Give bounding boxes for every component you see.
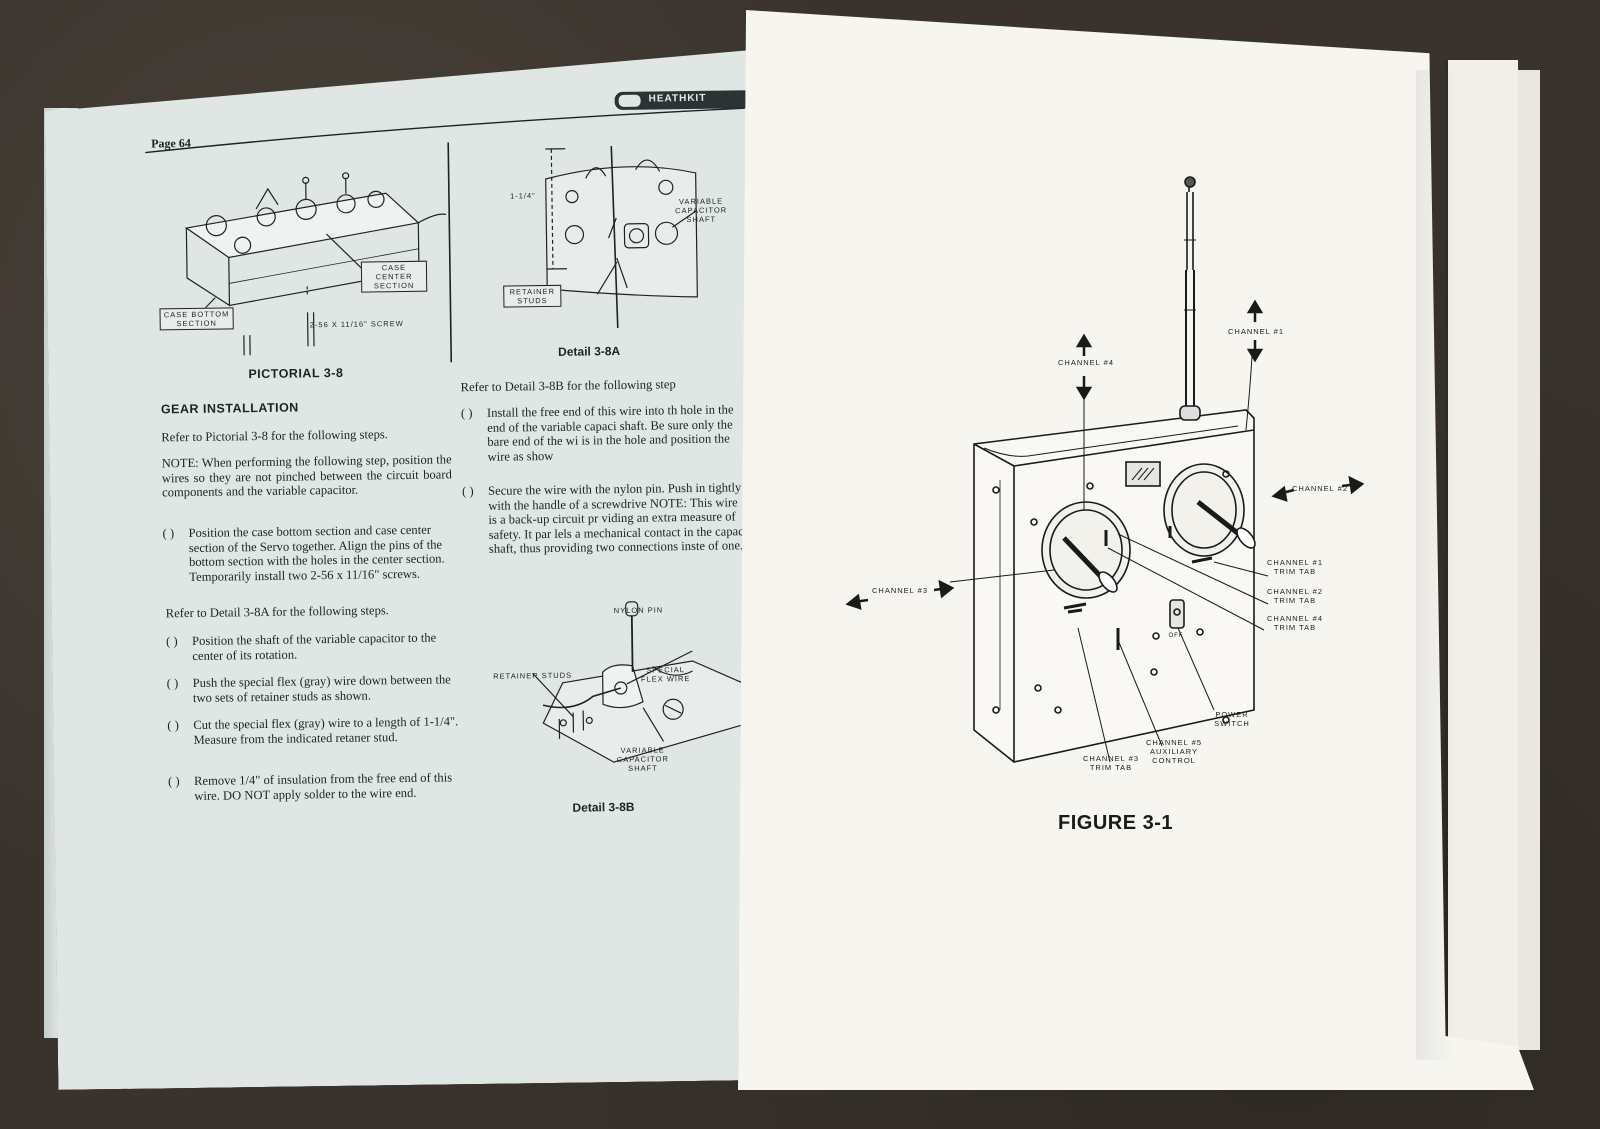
step-item: ( ) Secure the wire with the nylon pin. …: [462, 480, 749, 556]
refer-detail-b-text: Refer to Detail 3-8B for the following s…: [460, 377, 676, 395]
retainer-studs-label-a: RETAINER STUDS: [503, 285, 561, 308]
channel-3-label: CHANNEL #3: [872, 586, 928, 595]
step-text: Push the special flex (gray) wire down b…: [192, 672, 451, 705]
step-text: Secure the wire with the nylon pin. Push…: [487, 480, 748, 556]
figure-title: FIGURE 3-1: [1058, 812, 1174, 834]
channel-2-trim-label: CHANNEL #2 TRIM TAB: [1267, 587, 1323, 605]
step-text: Remove 1/4" of insulation from the free …: [193, 770, 453, 803]
section-heading: GEAR INSTALLATION: [160, 400, 299, 417]
detail-b-title: Detail 3-8B: [572, 799, 635, 815]
step-item: ( ) Position the shaft of the variable c…: [166, 630, 458, 663]
pictorial-servo-case-illustration: [155, 162, 448, 356]
refer-pictorial-text: Refer to Pictorial 3-8 for the following…: [161, 427, 388, 445]
step-text: Cut the special flex (gray) wire to a le…: [193, 714, 459, 747]
right-page: CHANNEL #4 CHANNEL #1 CHANNEL #2 CHANNEL…: [738, 10, 1534, 1090]
step-item: ( ) Position the case bottom section and…: [163, 522, 456, 584]
step-checkbox[interactable]: ( ): [461, 484, 474, 499]
detail-a-title: Detail 3-8A: [558, 343, 621, 359]
step-checkbox[interactable]: ( ): [167, 774, 180, 789]
channel-5-aux-label: CHANNEL #5 AUXILIARY CONTROL: [1146, 738, 1202, 765]
step-checkbox[interactable]: ( ): [162, 526, 175, 541]
variable-capacitor-label-a: VARIABLE CAPACITOR SHAFT: [675, 196, 728, 225]
brand-logo: HEATHKIT: [648, 92, 707, 105]
step-checkbox[interactable]: ( ): [167, 718, 179, 733]
page-number: Page 64: [151, 135, 191, 151]
retainer-studs-label-b: RETAINER STUDS: [493, 670, 573, 681]
nylon-pin-label: NYLON PIN: [613, 605, 664, 616]
step-checkbox[interactable]: ( ): [166, 634, 178, 649]
transmitter-illustration: [845, 176, 1365, 763]
column-divider: [445, 142, 454, 362]
channel-2-label: CHANNEL #2: [1292, 484, 1348, 493]
note-text: NOTE: When performing the following step…: [161, 452, 452, 500]
step-text: Install the free end of this wire into t…: [486, 402, 734, 464]
step-item: ( ) Remove 1/4" of insulation from the f…: [168, 770, 460, 803]
power-switch-label: POWER SWITCH: [1214, 710, 1250, 728]
left-page: HEATHKIT Page 64 CASE CENTER SECTION CAS…: [44, 50, 764, 1090]
back-sheet: [1448, 60, 1518, 1050]
screw-label: 2-56 x 11/16" SCREW: [309, 319, 404, 330]
step-text: Position the case bottom section and cas…: [188, 522, 445, 584]
step-checkbox[interactable]: ( ): [166, 676, 179, 691]
channel-3-trim-label: CHANNEL #3 TRIM TAB: [1083, 754, 1139, 772]
pictorial-title: PICTORIAL 3-8: [248, 365, 344, 382]
channel-1-label: CHANNEL #1: [1228, 327, 1284, 336]
page-shadow: [1416, 70, 1456, 1060]
channel-4-label: CHANNEL #4: [1058, 358, 1114, 367]
step-item: ( ) Push the special flex (gray) wire do…: [167, 672, 459, 705]
refer-detail-a-text: Refer to Detail 3-8A for the following s…: [165, 603, 389, 621]
step-item: ( ) Install the free end of this wire in…: [461, 402, 748, 464]
case-center-label: CASE CENTER SECTION: [361, 261, 427, 293]
detail-a-illustration: [475, 136, 754, 340]
channel-1-trim-label: CHANNEL #1 TRIM TAB: [1267, 558, 1323, 576]
variable-capacitor-label-b: VARIABLE CAPACITOR SHAFT: [616, 745, 669, 773]
header-rule: [44, 50, 752, 180]
case-bottom-label: CASE BOTTOM SECTION: [159, 307, 233, 330]
dimension-label: 1-1/4": [509, 191, 536, 201]
special-flex-wire-label: SPECIAL FLEX WIRE: [640, 665, 691, 684]
step-item: ( ) Cut the special flex (gray) wire to …: [167, 714, 459, 747]
channel-4-trim-label: CHANNEL #4 TRIM TAB: [1267, 614, 1323, 632]
step-checkbox[interactable]: ( ): [460, 406, 473, 421]
off-label: OFF: [1168, 633, 1184, 639]
step-text: Position the shaft of the variable capac…: [192, 630, 437, 663]
